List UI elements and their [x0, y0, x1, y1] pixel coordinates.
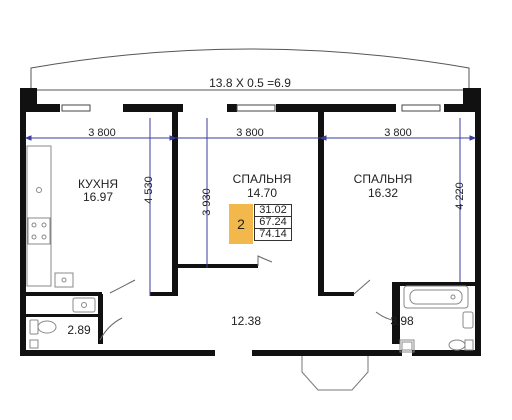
height-dimension-right: 4 220	[454, 182, 466, 210]
width-dimension-1: 3 800	[88, 127, 116, 139]
dimension-lines	[24, 118, 477, 296]
total-area: 67.24	[254, 216, 292, 228]
room-name-kitchen: КУХНЯ	[77, 177, 119, 191]
room-area-bedroom-right: 16.32	[367, 186, 399, 200]
living-area: 31.02	[254, 204, 292, 216]
bathroom-left-fixtures	[29, 297, 96, 349]
balcony-area-label: 13.8 X 0.5 =6.9	[209, 76, 291, 90]
room-area-bathroom-left: 2.89	[67, 323, 91, 337]
interior-walls	[26, 112, 475, 344]
rooms-count-badge: 2	[229, 204, 253, 244]
windows	[61, 104, 441, 112]
door-swings	[99, 255, 393, 341]
height-dimension-center: 3 930	[201, 188, 213, 216]
bathroom-right-fixtures	[399, 285, 474, 353]
room-name-bedroom-right: СПАЛЬНЯ	[353, 172, 413, 186]
total-area-with-balcony: 74.14	[254, 228, 292, 241]
height-dimension-kitchen: 4 530	[143, 176, 155, 204]
width-dimension-3: 3 800	[384, 127, 412, 139]
room-name-bedroom-center: СПАЛЬНЯ	[232, 172, 292, 186]
rooms-count: 2	[237, 216, 245, 232]
room-area-kitchen: 16.97	[82, 190, 114, 204]
balcony-outline	[30, 48, 470, 90]
apartment-area-table: 31.02 67.24 74.14	[254, 204, 292, 241]
exterior-walls	[20, 88, 481, 356]
room-area-hall: 12.38	[230, 314, 262, 328]
width-dimension-2: 3 800	[236, 127, 264, 139]
room-area-bedroom-center: 14.70	[246, 186, 278, 200]
entrance-bay	[301, 356, 369, 391]
kitchen-fixtures	[26, 145, 74, 288]
room-area-bathroom-right: 3.98	[390, 314, 414, 328]
